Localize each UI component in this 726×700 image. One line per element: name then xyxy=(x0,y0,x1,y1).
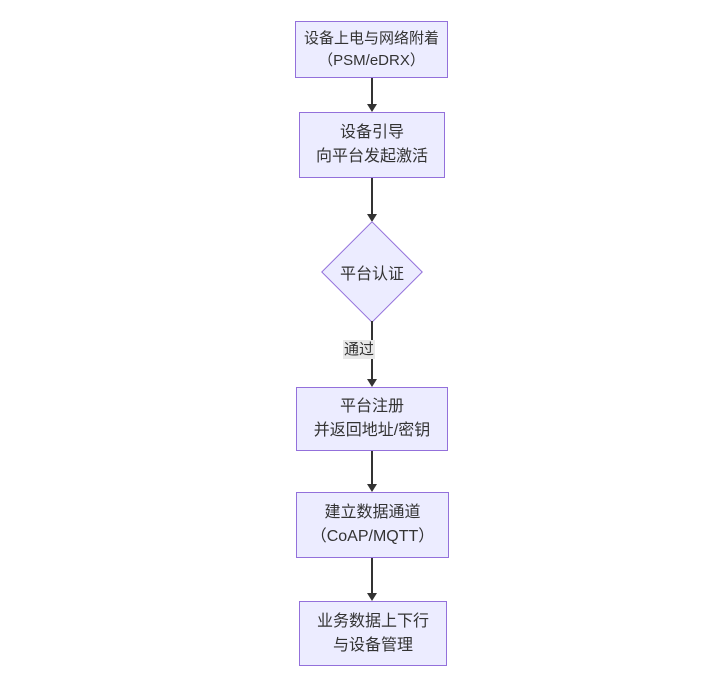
node-text: 平台注册 xyxy=(339,398,404,415)
arrowhead-icon xyxy=(367,593,377,601)
node-bootstrap: 设备引导 向平台发起激活 xyxy=(299,112,445,178)
node-text: 并返回地址/密钥 xyxy=(313,422,431,439)
decision-platform-auth: 平台认证 xyxy=(321,220,423,323)
node-text: 平台认证 xyxy=(339,265,404,283)
arrowhead-icon xyxy=(367,379,377,387)
edge-line-2 xyxy=(371,178,373,215)
node-register: 平台注册 并返回地址/密钥 xyxy=(296,387,448,451)
arrowhead-icon xyxy=(367,214,377,222)
node-text: 业务数据上下行 xyxy=(316,612,429,630)
node-business-data: 业务数据上下行 与设备管理 xyxy=(299,601,447,666)
node-text: 与设备管理 xyxy=(332,636,413,654)
node-text: 设备上电与网络附着 xyxy=(303,29,439,47)
node-text: 向平台发起激活 xyxy=(315,148,428,165)
edge-line-1 xyxy=(371,78,373,105)
arrowhead-icon xyxy=(367,484,377,492)
edge-label-pass: 通过 xyxy=(343,340,376,359)
node-text: （CoAP/MQTT） xyxy=(310,528,435,545)
node-text: 设备引导 xyxy=(339,124,404,141)
edge-line-5 xyxy=(371,558,373,594)
node-text: 建立数据通道 xyxy=(324,504,421,521)
arrowhead-icon xyxy=(367,104,377,112)
node-power-attach: 设备上电与网络附着 （PSM/eDRX） xyxy=(295,21,448,78)
edge-line-4 xyxy=(371,451,373,485)
node-text: （PSM/eDRX） xyxy=(318,51,425,69)
node-data-channel: 建立数据通道 （CoAP/MQTT） xyxy=(296,492,449,558)
